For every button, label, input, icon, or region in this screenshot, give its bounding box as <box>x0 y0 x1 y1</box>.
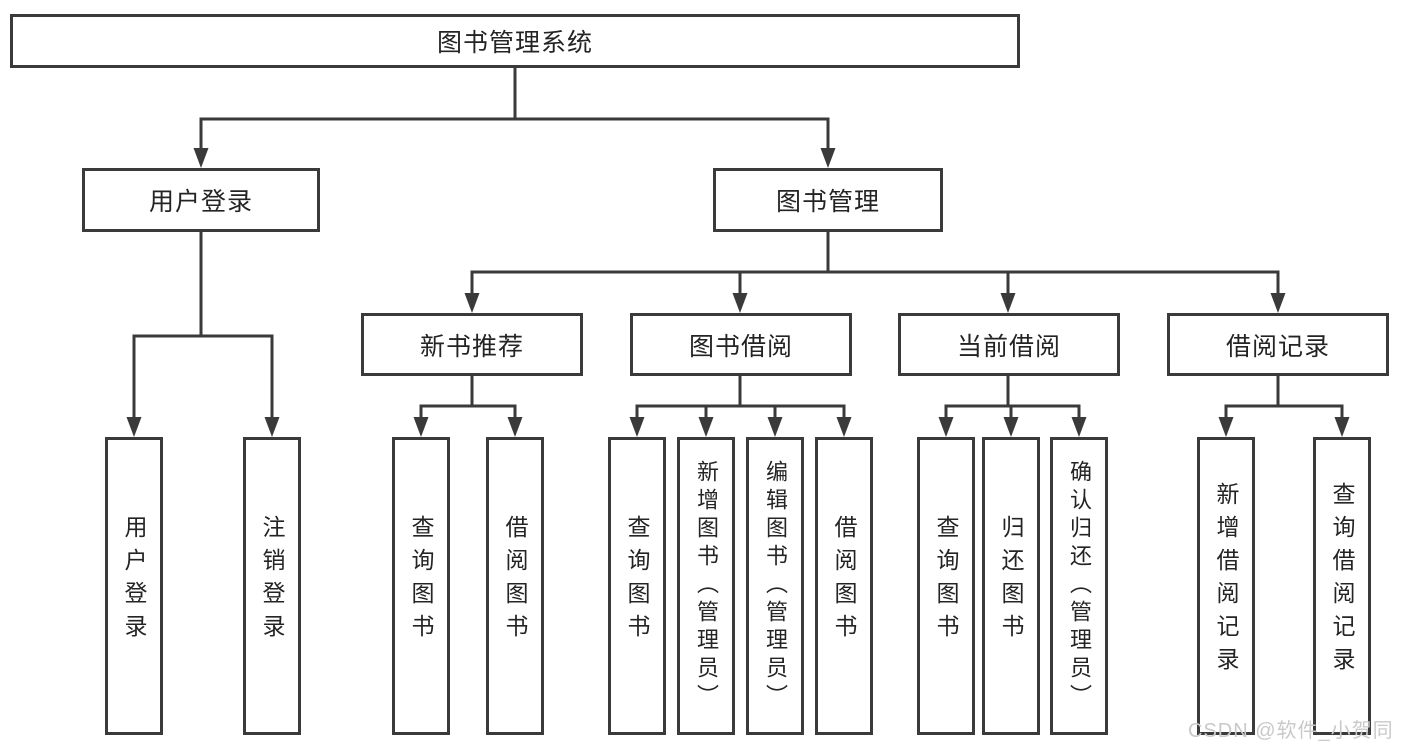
arrow-down-icon <box>1071 417 1087 437</box>
leaf-borrow-books-recommend: 借阅图书 <box>486 437 544 735</box>
arrow-down-icon <box>1270 293 1286 313</box>
arrow-down-icon <box>507 417 523 437</box>
arrow-down-icon <box>1218 417 1234 437</box>
watermark: CSDN @软件_小贺同学 <box>1188 720 1394 742</box>
node-book-management: 图书管理 <box>713 168 943 232</box>
arrow-down-icon <box>698 417 714 437</box>
arrow-down-icon <box>629 417 645 437</box>
node-current-borrowing: 当前借阅 <box>898 313 1120 376</box>
leaf-logout: 注销登录 <box>243 437 301 735</box>
arrow-down-icon <box>193 148 209 168</box>
node-book-borrowing: 图书借阅 <box>630 313 852 376</box>
arrowheads <box>126 148 1350 437</box>
leaf-query-borrow-record: 查询借阅记录 <box>1313 437 1371 735</box>
arrow-down-icon <box>938 417 954 437</box>
node-new-book-recommendation: 新书推荐 <box>361 313 583 376</box>
leaf-add-borrow-record: 新增借阅记录 <box>1197 437 1255 735</box>
leaf-query-books-borrowing: 查询图书 <box>608 437 666 735</box>
leaf-user-login: 用户登录 <box>105 437 163 735</box>
arrow-down-icon <box>767 417 783 437</box>
node-borrowing-records: 借阅记录 <box>1167 313 1389 376</box>
arrow-down-icon <box>413 417 429 437</box>
arrow-down-icon <box>1003 417 1019 437</box>
arrow-down-icon <box>1000 293 1016 313</box>
leaf-edit-books-admin: 编辑图书（管理员） <box>746 437 804 735</box>
leaf-query-books-current: 查询图书 <box>917 437 975 735</box>
leaf-borrow-books-borrowing: 借阅图书 <box>815 437 873 735</box>
connector-segments <box>132 68 1344 420</box>
arrow-down-icon <box>464 293 480 313</box>
arrow-down-icon <box>264 417 280 437</box>
arrow-down-icon <box>836 417 852 437</box>
arrow-down-icon <box>732 293 748 313</box>
node-user-login: 用户登录 <box>82 168 320 232</box>
leaf-add-books-admin: 新增图书（管理员） <box>677 437 735 735</box>
leaf-confirm-return-admin: 确认归还（管理员） <box>1050 437 1108 735</box>
node-root: 图书管理系统 <box>10 14 1020 68</box>
leaf-return-books: 归还图书 <box>982 437 1040 735</box>
arrow-down-icon <box>820 148 836 168</box>
arrow-down-icon <box>126 417 142 437</box>
arrow-down-icon <box>1334 417 1350 437</box>
leaf-query-books-recommend: 查询图书 <box>392 437 450 735</box>
